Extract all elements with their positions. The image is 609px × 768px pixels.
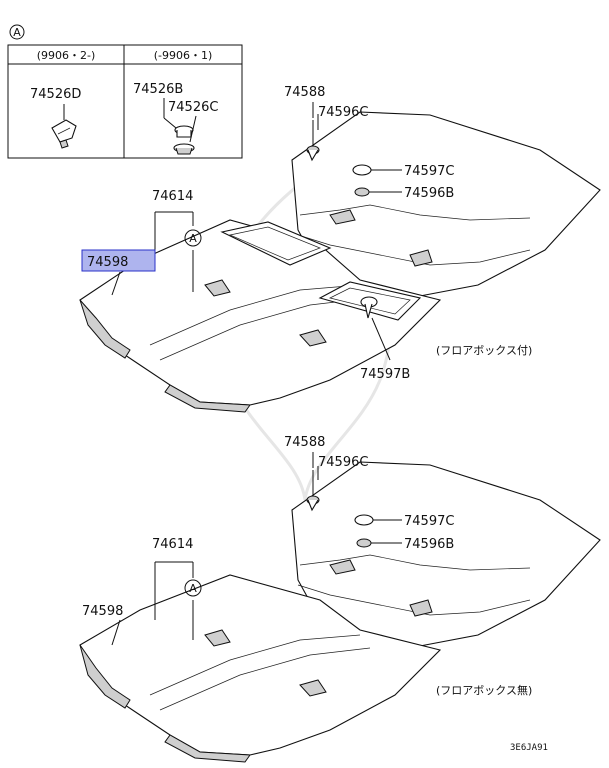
highlight-box-74598 [81,249,156,272]
bottom-label-74596b: 74596B [404,537,454,552]
bottom-label-74598: 74598 [82,604,123,619]
top-label-74598: 74598 [87,255,128,270]
top-label-74596c: 74596C [318,105,368,120]
label-74526c: 74526C [168,100,218,115]
bottom-label-74597c: 74597C [404,514,454,529]
inset-col2-header: (-9906・1) [154,49,213,62]
clip-74526d-icon [51,119,77,149]
clip-74597c-top-icon [352,164,372,176]
clip-74526c-icon [173,143,195,155]
bottom-marker: A [189,582,197,595]
fastener-74588-bottom-icon [306,470,320,512]
top-label-74614: 74614 [152,189,193,204]
bottom-floor-assembly: A 74588 74596C 74597C 74596B 74614 74598… [79,435,601,763]
inset-variant-table: A (9906・2-) (-9906・1) 74526D 74526B 7452… [7,24,243,159]
label-74526b: 74526B [133,82,183,97]
clip-74596b-top-icon [354,187,370,197]
clip-74596b-bottom-icon [356,538,372,548]
bottom-variant-label: (フロアボックス無) [436,683,532,697]
top-floor-assembly: A 74588 74596C 74597C 74596B 74614 74598… [79,85,601,413]
clip-74526b-icon [174,125,194,138]
top-label-74596b: 74596B [404,186,454,201]
clip-74597b-top-icon [360,296,378,319]
inset-col1-header: (9906・2-) [37,49,96,62]
top-marker: A [189,232,197,245]
bottom-label-74588: 74588 [284,435,325,450]
fastener-74588-top-icon [306,120,320,162]
inset-marker: A [13,26,21,39]
label-74526d: 74526D [30,87,81,102]
top-label-74597b: 74597B [360,367,410,382]
top-label-74588: 74588 [284,85,325,100]
diagram-code: 3E6JA91 [510,743,548,753]
clip-74597c-bottom-icon [354,514,374,526]
bottom-label-74596c: 74596C [318,455,368,470]
top-variant-label: (フロアボックス付) [436,344,532,357]
bottom-label-74614: 74614 [152,537,193,552]
top-label-74597c: 74597C [404,164,454,179]
